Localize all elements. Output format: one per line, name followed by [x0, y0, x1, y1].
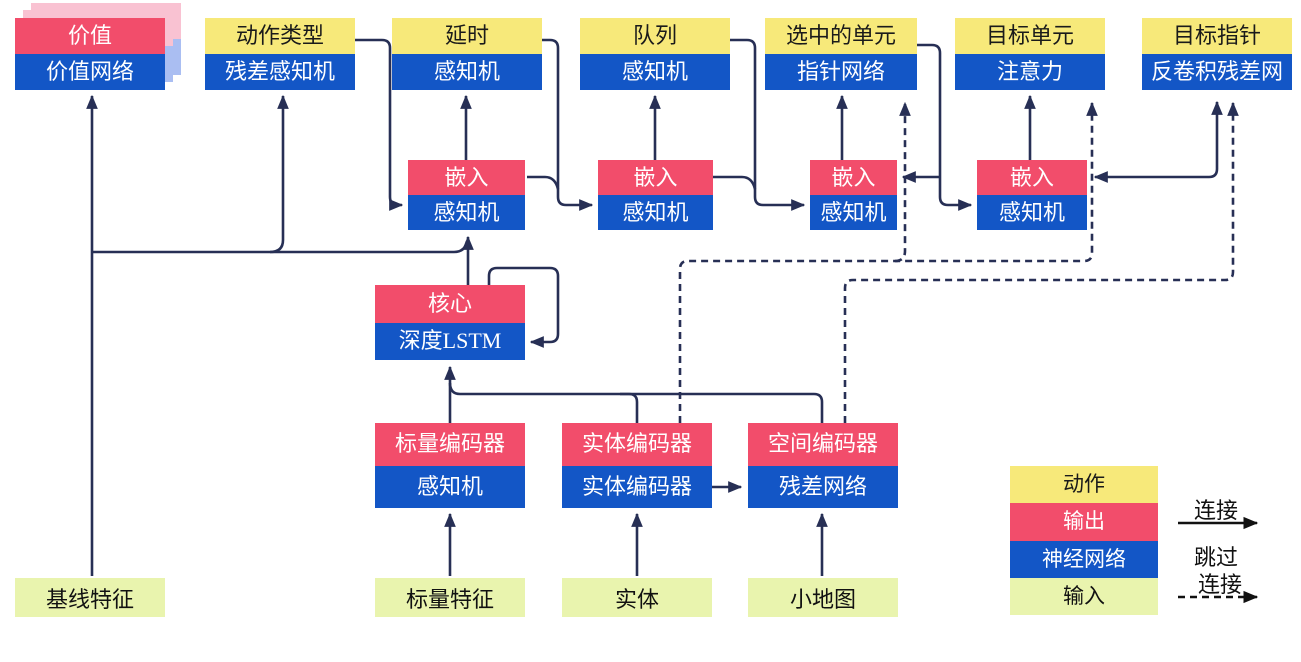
- node-embed2: 嵌入 感知机: [598, 160, 713, 230]
- wire-embed1-merge: [527, 175, 560, 190]
- node-selected-units-action: 选中的单元: [765, 18, 917, 54]
- node-delay-action: 延时: [392, 18, 542, 54]
- legend-color-key: 动作 输出 神经网络 输入: [1010, 466, 1158, 615]
- legend-connection-label: 连接: [1194, 498, 1239, 523]
- node-queue: 队列 感知机: [580, 18, 730, 90]
- node-embed1-network: 感知机: [408, 195, 525, 230]
- node-embed4-network: 感知机: [977, 195, 1087, 230]
- wire-selected-to-embed4: [917, 43, 973, 211]
- node-core-network: 深度LSTM: [375, 322, 525, 360]
- skip-entity-branch-pointer: [894, 101, 911, 263]
- node-value-network: 价值网络: [15, 54, 165, 90]
- node-scalar-encoder-output: 标量编码器: [375, 423, 525, 466]
- wire-embed2-merge: [713, 175, 757, 190]
- node-delay-network: 感知机: [392, 54, 542, 90]
- wire-to-residual-mlp: [269, 94, 289, 254]
- input-baseline-features: 基线特征: [15, 578, 165, 617]
- node-embed4-output: 嵌入: [977, 160, 1087, 195]
- wire-lstm-self-loop: [487, 266, 560, 348]
- solid-connections: [86, 38, 1223, 576]
- node-queue-network: 感知机: [580, 54, 730, 90]
- node-embed4: 嵌入 感知机: [977, 160, 1087, 230]
- node-selected-units-network: 指针网络: [765, 54, 917, 90]
- node-entity-encoder: 实体编码器 实体编码器: [562, 423, 712, 508]
- node-value-output: 价值: [15, 18, 165, 54]
- node-target-unit-network: 注意力: [955, 54, 1105, 90]
- input-scalar-features: 标量特征: [375, 578, 525, 617]
- node-target-unit: 目标单元 注意力: [955, 18, 1105, 90]
- node-embed1-output: 嵌入: [408, 160, 525, 195]
- node-spatial-encoder-output: 空间编码器: [748, 423, 898, 466]
- node-action-type-action: 动作类型: [205, 18, 355, 54]
- node-scalar-encoder-network: 感知机: [375, 465, 525, 508]
- node-action-type-network: 残差感知机: [205, 54, 355, 90]
- skip-entity-main: [678, 101, 1098, 423]
- node-target-point: 目标指针 反卷积残差网: [1142, 18, 1292, 90]
- legend-arrows: [1178, 516, 1259, 604]
- node-delay: 延时 感知机: [392, 18, 542, 90]
- node-embed3-network: 感知机: [810, 195, 897, 230]
- node-embed3-output: 嵌入: [810, 160, 897, 195]
- node-value: 价值 价值网络: [15, 18, 165, 90]
- skip-connections: [678, 101, 1239, 423]
- input-minimap: 小地图: [748, 578, 898, 617]
- legend-network-swatch: 神经网络: [1010, 540, 1158, 578]
- wire-embed4-deconv: [1093, 100, 1223, 183]
- node-spatial-encoder: 空间编码器 残差网络: [748, 423, 898, 508]
- legend-output-swatch: 输出: [1010, 503, 1158, 541]
- node-core-output: 核心: [375, 285, 525, 323]
- node-target-unit-action: 目标单元: [955, 18, 1105, 54]
- node-target-point-network: 反卷积残差网: [1142, 54, 1292, 90]
- node-entity-encoder-output: 实体编码器: [562, 423, 712, 466]
- legend-input-swatch: 输入: [1010, 577, 1158, 615]
- node-scalar-encoder: 标量编码器 感知机: [375, 423, 525, 508]
- wire-actiontype-to-embed1: [355, 38, 404, 211]
- wire-queue-to-embed3: [730, 38, 806, 211]
- node-embed2-output: 嵌入: [598, 160, 713, 195]
- node-selected-units: 选中的单元 指针网络: [765, 18, 917, 90]
- node-entity-encoder-network: 实体编码器: [562, 465, 712, 508]
- legend-skip-label-line2: 连接: [1198, 572, 1243, 597]
- node-core: 核心 深度LSTM: [375, 285, 525, 360]
- node-embed1: 嵌入 感知机: [408, 160, 525, 230]
- node-embed2-network: 感知机: [598, 195, 713, 230]
- input-entities: 实体: [562, 578, 712, 617]
- node-action-type: 动作类型 残差感知机: [205, 18, 355, 90]
- legend-skip-label-line1: 跳过: [1194, 545, 1239, 570]
- node-spatial-encoder-network: 残差网络: [748, 465, 898, 508]
- node-embed3: 嵌入 感知机: [810, 160, 897, 230]
- node-target-point-action: 目标指针: [1142, 18, 1292, 54]
- legend-action-swatch: 动作: [1010, 466, 1158, 504]
- wire-delay-to-embed2: [542, 38, 594, 211]
- skip-spatial: [843, 101, 1239, 423]
- node-queue-action: 队列: [580, 18, 730, 54]
- wire-entity-collector: [620, 392, 639, 423]
